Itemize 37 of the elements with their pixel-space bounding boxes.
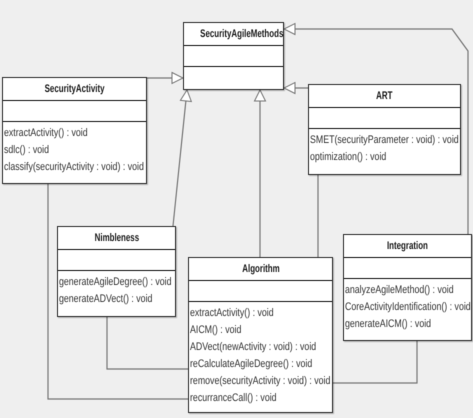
method-signature: extractActivity() : void: [190, 307, 274, 320]
method-signature: generateAgileDegree() : void: [59, 276, 172, 289]
method-signature: CoreActivityIdentification() : void: [345, 301, 471, 314]
association-line: [317, 175, 319, 257]
association-line: [333, 341, 418, 384]
inheritance-arrow: [284, 23, 469, 234]
class-box: [343, 234, 472, 341]
method-signature: generateAICM() : void: [345, 318, 432, 331]
class-box: [308, 84, 461, 175]
class-name: SecurityAgileMethods: [200, 28, 284, 41]
method-signature: SMET(securityParameter : void) : void: [310, 134, 459, 147]
method-signature: optimization() : void: [310, 151, 386, 164]
method-signature: analyzeAgileMethod() : void: [345, 284, 454, 297]
inheritance-arrow: [284, 82, 308, 94]
class-box: [57, 226, 176, 317]
method-signature: remove(securityActivity : void) : void: [190, 375, 330, 388]
inheritance-arrow: [147, 72, 184, 84]
method-signature: recurranceCall() : void: [190, 392, 277, 405]
class-name: Nimbleness: [94, 232, 139, 245]
class-box: [2, 77, 147, 184]
method-signature: generateADVect() : void: [59, 293, 152, 306]
class-name: ART: [376, 90, 393, 103]
class-name: SecurityActivity: [44, 83, 104, 96]
class-box: [188, 257, 333, 413]
association-line: [106, 317, 188, 370]
method-signature: ADVect(newActivity : void) : void: [190, 341, 316, 354]
class-box: [183, 22, 284, 90]
method-signature: extractActivity() : void: [4, 127, 88, 140]
inheritance-arrow: [172, 90, 192, 226]
class-name: Algorithm: [242, 263, 280, 276]
method-signature: AICM() : void: [190, 324, 242, 337]
association-line: [47, 184, 188, 400]
method-signature: sdlc() : void: [4, 144, 49, 157]
class-name: Integration: [387, 240, 428, 253]
method-signature: classify(securityActivity : void) : void: [4, 161, 144, 174]
inheritance-arrow: [254, 90, 266, 257]
method-signature: reCalculateAgileDegree() : void: [190, 358, 312, 371]
